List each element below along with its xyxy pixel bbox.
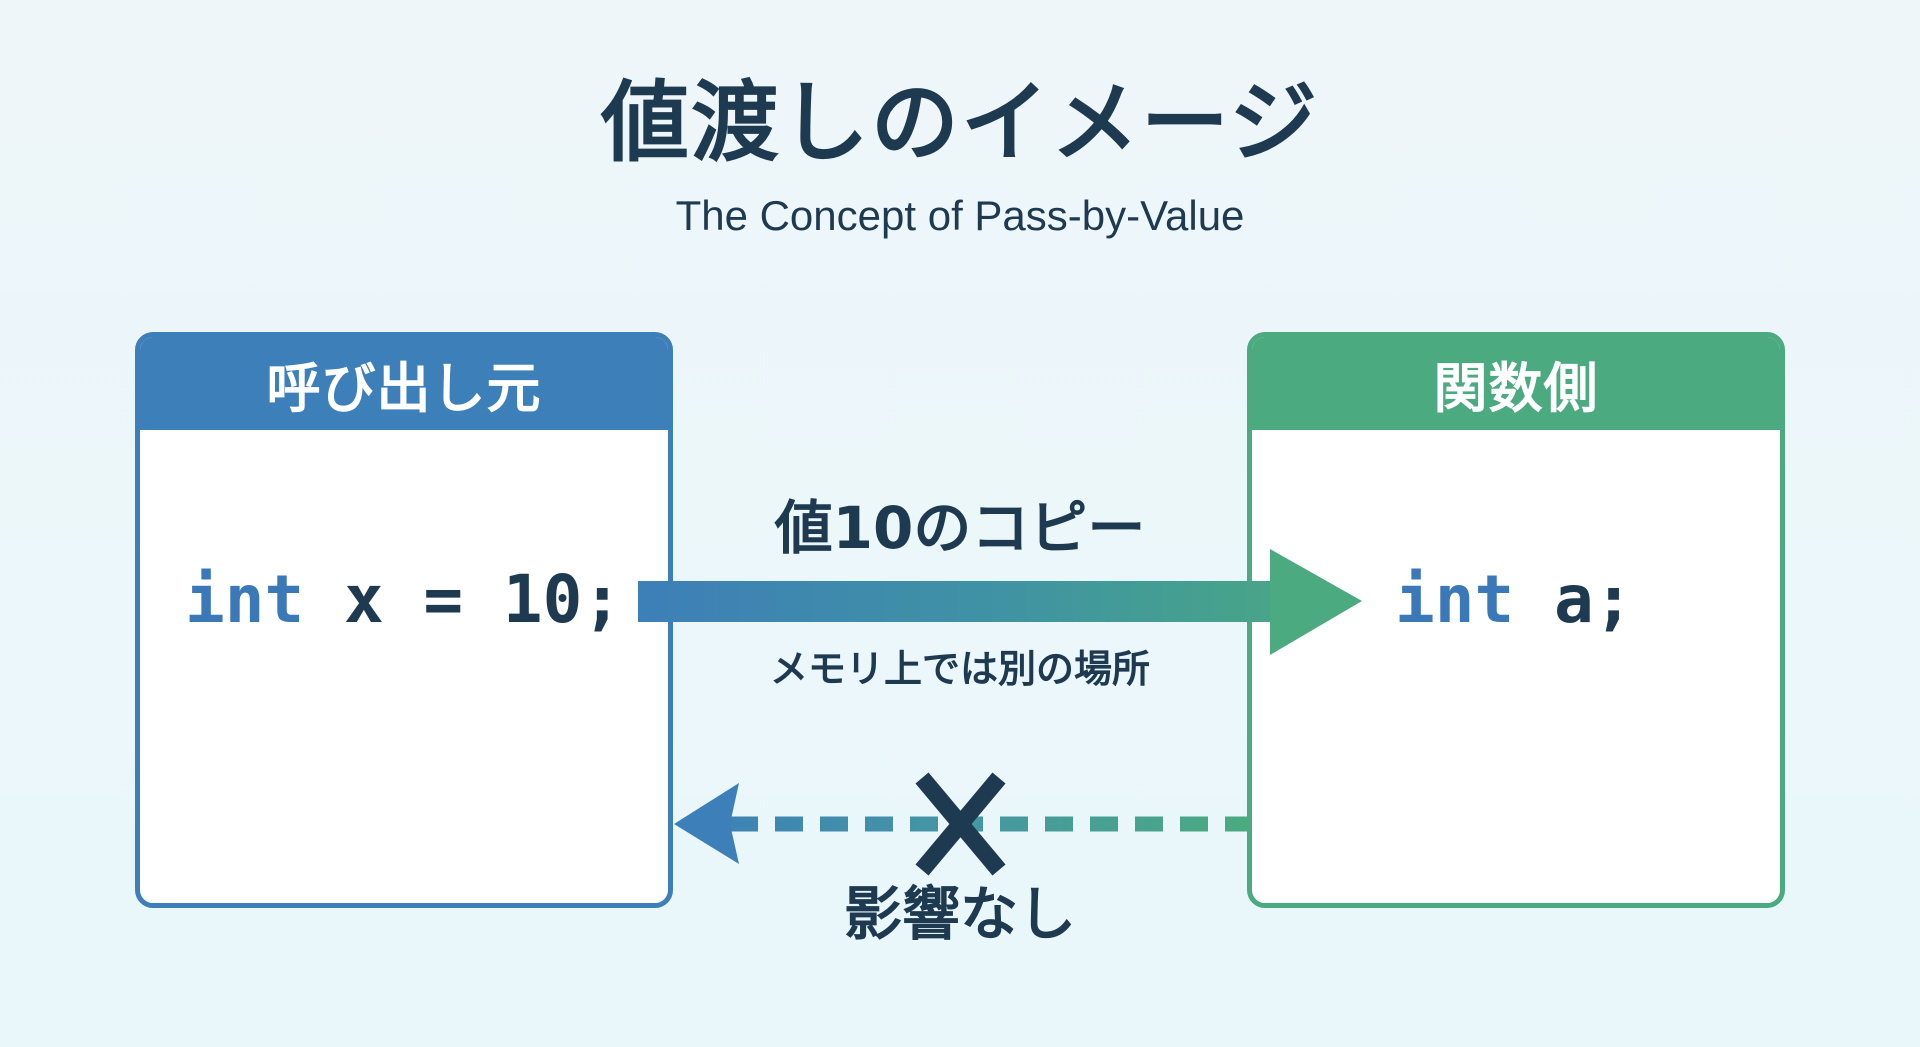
caller-code-keyword: int [185, 561, 305, 638]
copy-arrow-sublabel: メモリ上では別の場所 [769, 647, 1150, 691]
caller-box-header: 呼び出し元 [140, 337, 668, 430]
callee-code-statement: a; [1514, 561, 1634, 638]
callee-code: int a; [1395, 560, 1633, 640]
return-arrow-head [674, 783, 739, 864]
cross-icon [915, 772, 1006, 876]
callee-code-keyword: int [1395, 561, 1515, 638]
caller-box: 呼び出し元 [135, 332, 673, 908]
caller-code: int x = 10; [185, 560, 622, 640]
dashed-arrow-left-icon [674, 783, 1247, 864]
page-title: 値渡しのイメージ [600, 71, 1320, 174]
copy-arrow-label: 値10のコピー [774, 494, 1146, 562]
page-subtitle: The Concept of Pass-by-Value [675, 192, 1245, 239]
copy-arrow-shaft [638, 581, 1278, 622]
callee-box: 関数側 [1247, 332, 1785, 908]
return-arrow-label: 影響なし [843, 880, 1076, 948]
caller-code-statement: x = 10; [304, 561, 623, 638]
callee-box-header: 関数側 [1252, 337, 1780, 430]
